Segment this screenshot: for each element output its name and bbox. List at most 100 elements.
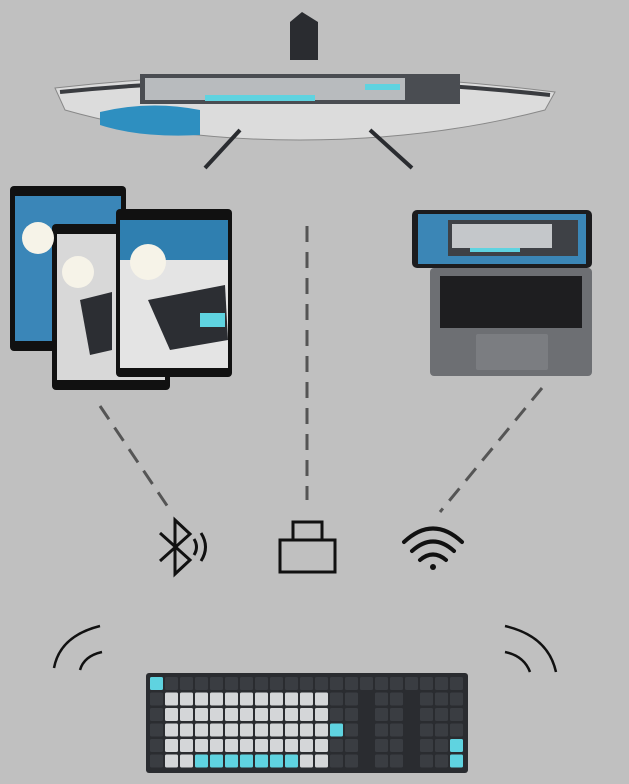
keyboard-key (375, 677, 388, 690)
keyboard-key (210, 723, 223, 737)
keyboard-key (390, 692, 403, 706)
keyboard-key (210, 692, 223, 706)
keyboard-key (240, 708, 253, 721)
keyboard-key (345, 692, 358, 706)
keyboard-key (270, 754, 283, 768)
keyboard-key (435, 677, 448, 690)
keyboard-key (285, 677, 298, 690)
keyboard-key (315, 708, 328, 721)
keyboard-key (375, 723, 388, 737)
keyboard-key (225, 739, 238, 752)
keyboard-key (300, 708, 313, 721)
keyboard-key (330, 692, 343, 706)
line-tablets (98, 405, 172, 511)
keyboard-key (390, 677, 403, 690)
keyboard-key (435, 708, 448, 721)
keyboard-key (150, 754, 163, 768)
monitor (54, 12, 556, 170)
keyboard-key (435, 692, 448, 706)
keyboard-key (450, 692, 463, 706)
keyboard-key (330, 739, 343, 752)
keyboard-key (195, 739, 208, 752)
keyboard-key (300, 692, 313, 706)
keyboard-key (420, 739, 433, 752)
keyboard-key (240, 692, 253, 706)
keyboard-key (150, 708, 163, 721)
keyboard-key (375, 692, 388, 706)
keyboard-key (450, 677, 463, 690)
keyboard-key (315, 754, 328, 768)
keyboard-key (165, 692, 178, 706)
keyboard-key (180, 708, 193, 721)
keyboard-key (420, 677, 433, 690)
keyboard-key (420, 708, 433, 721)
keyboard-key (300, 677, 313, 690)
keyboard-key (450, 754, 463, 768)
keyboard-key (180, 723, 193, 737)
keyboard-key (315, 723, 328, 737)
keyboard-key (255, 723, 268, 737)
keyboard-key (240, 739, 253, 752)
keyboard-key (405, 677, 418, 690)
signal-waves-right (504, 624, 558, 673)
keyboard-key (255, 677, 268, 690)
keyboard-key (270, 739, 283, 752)
bluetooth-icon (158, 516, 207, 578)
keyboard-key (195, 692, 208, 706)
keyboard-key (345, 677, 358, 690)
keyboard-key (435, 739, 448, 752)
keyboard-key (375, 708, 388, 721)
keyboard-key (180, 754, 193, 768)
keyboard-key (195, 754, 208, 768)
keyboard-key (450, 708, 463, 721)
keyboard-key (240, 677, 253, 690)
keyboard-key (345, 708, 358, 721)
keyboard-key (390, 723, 403, 737)
laptop (412, 210, 592, 376)
keyboard-key (450, 739, 463, 752)
keyboard-key (240, 754, 253, 768)
keyboard-key (435, 723, 448, 737)
keyboard-key (165, 677, 178, 690)
keyboard-key (150, 723, 163, 737)
keyboard-key (225, 708, 238, 721)
keyboard-key (180, 677, 193, 690)
keyboard-key (300, 723, 313, 737)
signal-waves-left (52, 624, 103, 671)
keyboard-key (420, 692, 433, 706)
keyboard-key (285, 708, 298, 721)
keyboard-key (300, 754, 313, 768)
keyboard-key (150, 739, 163, 752)
keyboard-key (195, 708, 208, 721)
keyboard-key (240, 723, 253, 737)
keyboard-key (210, 708, 223, 721)
keyboard-key (315, 677, 328, 690)
keyboard-key (345, 723, 358, 737)
keyboard-key (375, 739, 388, 752)
keyboard-key (330, 708, 343, 721)
connection-lines (98, 226, 544, 513)
line-laptop (438, 387, 544, 513)
keyboard-key (390, 754, 403, 768)
keyboard-key (390, 708, 403, 721)
keyboard-key (165, 754, 178, 768)
keyboard-key (270, 677, 283, 690)
keyboard-key (390, 739, 403, 752)
keyboard-key (225, 723, 238, 737)
keyboard-key (345, 754, 358, 768)
usb-receiver-icon (278, 520, 337, 574)
keyboard (146, 673, 468, 773)
keyboard-key (255, 708, 268, 721)
keyboard-key (285, 754, 298, 768)
keyboard-key (195, 723, 208, 737)
keyboard-key (210, 677, 223, 690)
keyboard-key (210, 739, 223, 752)
keyboard-key (195, 677, 208, 690)
tablets (10, 186, 232, 390)
wifi-icon (402, 526, 464, 570)
keyboard-key (345, 739, 358, 752)
keyboard-key (285, 723, 298, 737)
keyboard-key (225, 754, 238, 768)
keyboard-key (165, 708, 178, 721)
